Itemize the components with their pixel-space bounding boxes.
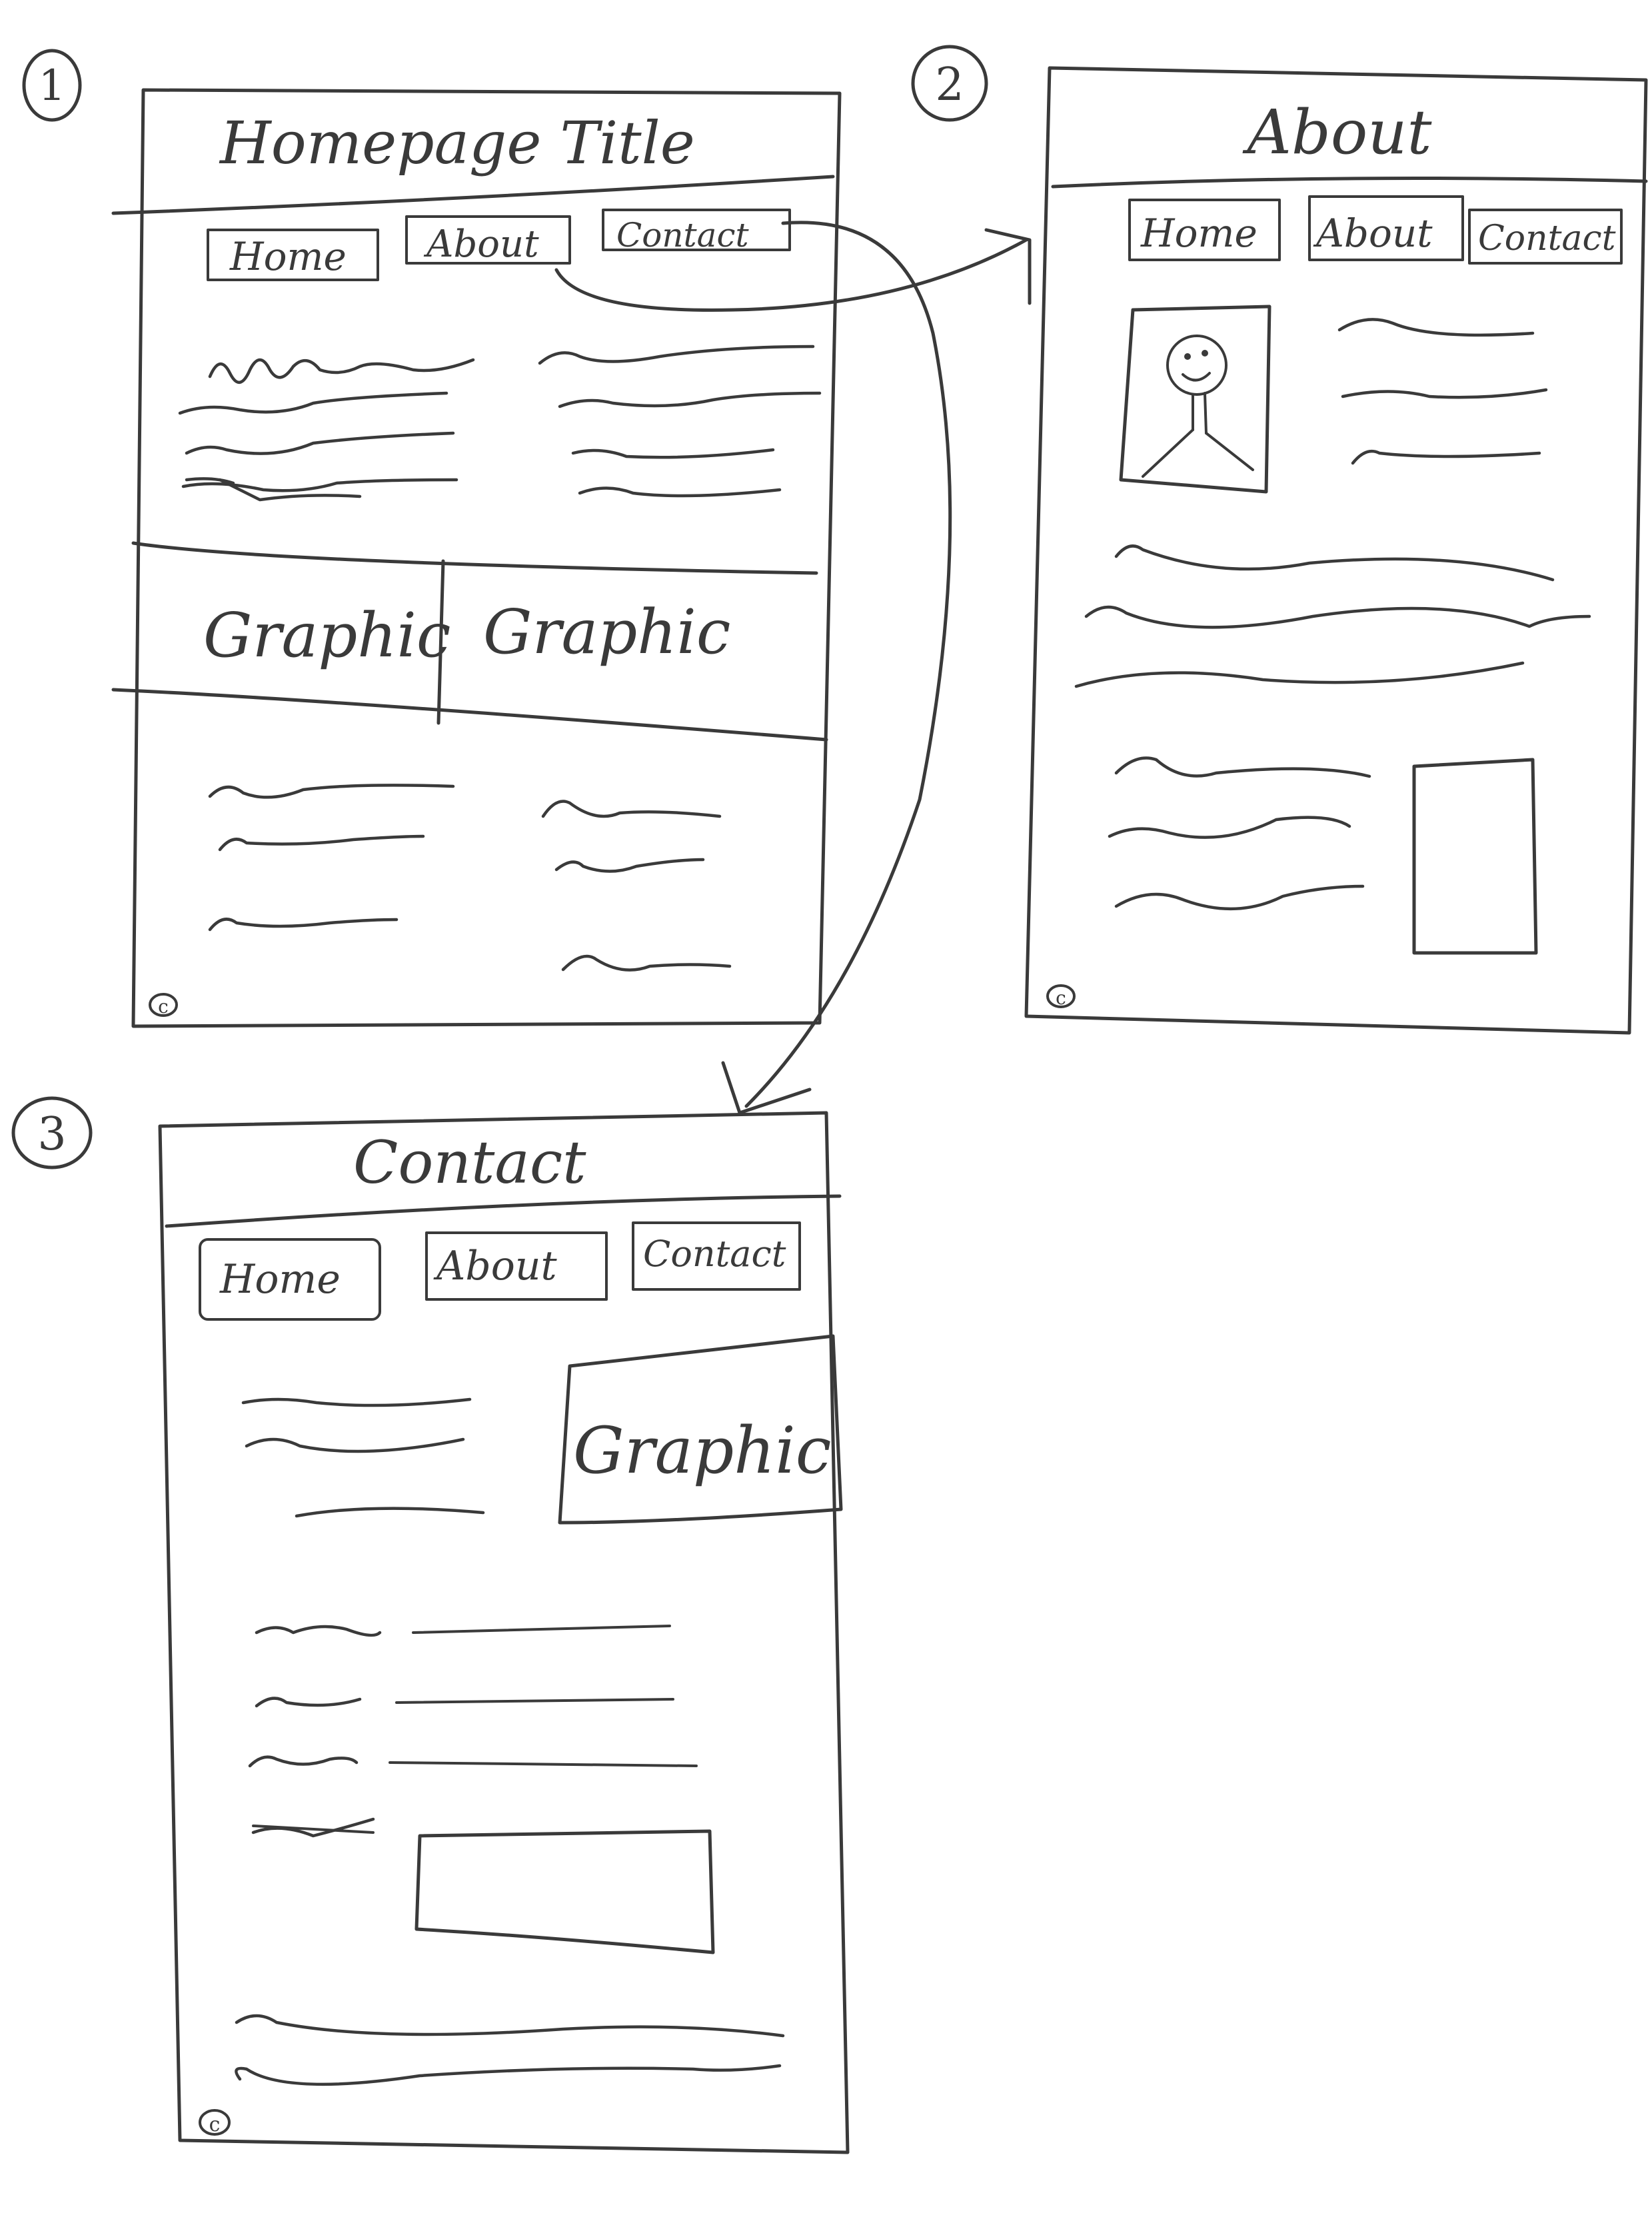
- nav-button-about[interactable]: [405, 215, 571, 265]
- about-nav: Home About Contact: [1128, 195, 1623, 265]
- nav-button-about-label: About: [433, 1243, 558, 1289]
- arrow-about-to-about-page: [554, 238, 1028, 312]
- nav-button-about-label: About: [423, 223, 539, 266]
- about-bio-text: [1074, 318, 1591, 911]
- form-label-1: [255, 1625, 382, 1637]
- contact-graphic-box: [558, 1334, 843, 1525]
- profile-photo: [1119, 305, 1271, 494]
- form-label-3: [248, 1755, 359, 1768]
- about-frame: [1024, 66, 1648, 1035]
- form-label-4: [251, 1817, 375, 1838]
- copyright-icon: [1046, 984, 1076, 1008]
- about-title: About: [1242, 97, 1433, 168]
- graphic-band-column-divider: [436, 559, 445, 725]
- contact-form: [248, 1625, 715, 1954]
- graphic-band-top-divider: [131, 541, 818, 575]
- nav-button-contact[interactable]: [1468, 209, 1623, 265]
- homepage-wireframe: 1 Homepage Title Home About Contact: [22, 49, 842, 1028]
- nav-button-about-label: About: [1313, 211, 1433, 256]
- nav-button-contact[interactable]: [602, 209, 791, 251]
- graphic-band-bottom-divider: [111, 688, 828, 742]
- step-number-circle-3: [11, 1096, 93, 1169]
- step-number-2: 2: [935, 59, 964, 111]
- copyright-icon: [199, 2109, 231, 2136]
- nav-button-about[interactable]: [425, 1231, 608, 1301]
- navigation-flow-arrows: [554, 221, 1032, 1115]
- graphic-placeholder-right: Graphic: [483, 596, 730, 668]
- homepage-frame: [131, 88, 842, 1028]
- homepage-header-divider: [111, 175, 835, 215]
- contact-nav: Home About Contact: [199, 1221, 801, 1321]
- form-field-3[interactable]: [389, 1761, 698, 1767]
- photo-frame: [1119, 305, 1271, 494]
- contact-frame: [158, 1111, 850, 2154]
- nav-button-home-label: Home: [219, 1256, 341, 1303]
- contact-graphic-placeholder: Graphic: [573, 1413, 832, 1488]
- form-label-2: [255, 1697, 362, 1708]
- nav-button-about[interactable]: [1308, 195, 1464, 261]
- copyright-mark: c: [209, 2113, 221, 2136]
- nav-button-home-label: Home: [229, 234, 347, 279]
- form-message-textarea[interactable]: [414, 1829, 715, 1954]
- step-number-circle-2: [911, 45, 988, 122]
- copyright-mark: c: [1056, 987, 1066, 1009]
- nav-button-contact-label: Contact: [1478, 219, 1616, 259]
- nav-button-contact-label: Contact: [643, 1233, 786, 1275]
- arrow-head-contact: [721, 1061, 812, 1115]
- homepage-title: Homepage Title: [219, 109, 695, 177]
- arrow-contact-to-contact-page: [744, 221, 952, 1108]
- contact-intro-text: [241, 1397, 485, 1518]
- about-wireframe: 2 About Home About Contact: [911, 45, 1648, 1035]
- nav-button-home[interactable]: [199, 1238, 381, 1321]
- contact-header-divider: [165, 1194, 842, 1228]
- nav-button-contact[interactable]: [632, 1221, 801, 1291]
- nav-button-home-label: Home: [1140, 211, 1257, 256]
- copyright-icon: [149, 993, 178, 1017]
- homepage-text-block-bottom: [208, 784, 732, 972]
- contact-wireframe: 3 Contact Home About Contact Graphic: [11, 1096, 850, 2154]
- step-number-3: 3: [37, 1108, 66, 1161]
- avatar-head-icon: [1166, 335, 1228, 396]
- copyright-mark: c: [158, 996, 169, 1018]
- homepage-text-block-top: [178, 345, 822, 502]
- about-image-placeholder: [1412, 758, 1538, 955]
- contact-footer-text: [235, 2014, 785, 2086]
- nav-button-home[interactable]: [207, 229, 379, 281]
- form-field-2[interactable]: [395, 1698, 674, 1704]
- nav-button-home[interactable]: [1128, 199, 1281, 261]
- about-header-divider: [1051, 177, 1648, 189]
- graphic-placeholder-left: Graphic: [203, 600, 450, 671]
- step-number-1: 1: [39, 61, 66, 111]
- homepage-nav: Home About Contact: [207, 209, 791, 281]
- nav-button-contact-label: Contact: [616, 216, 749, 255]
- arrow-head-about: [984, 228, 1032, 305]
- step-number-circle-1: [22, 49, 82, 122]
- form-field-1[interactable]: [412, 1625, 671, 1634]
- contact-title: Contact: [353, 1128, 586, 1197]
